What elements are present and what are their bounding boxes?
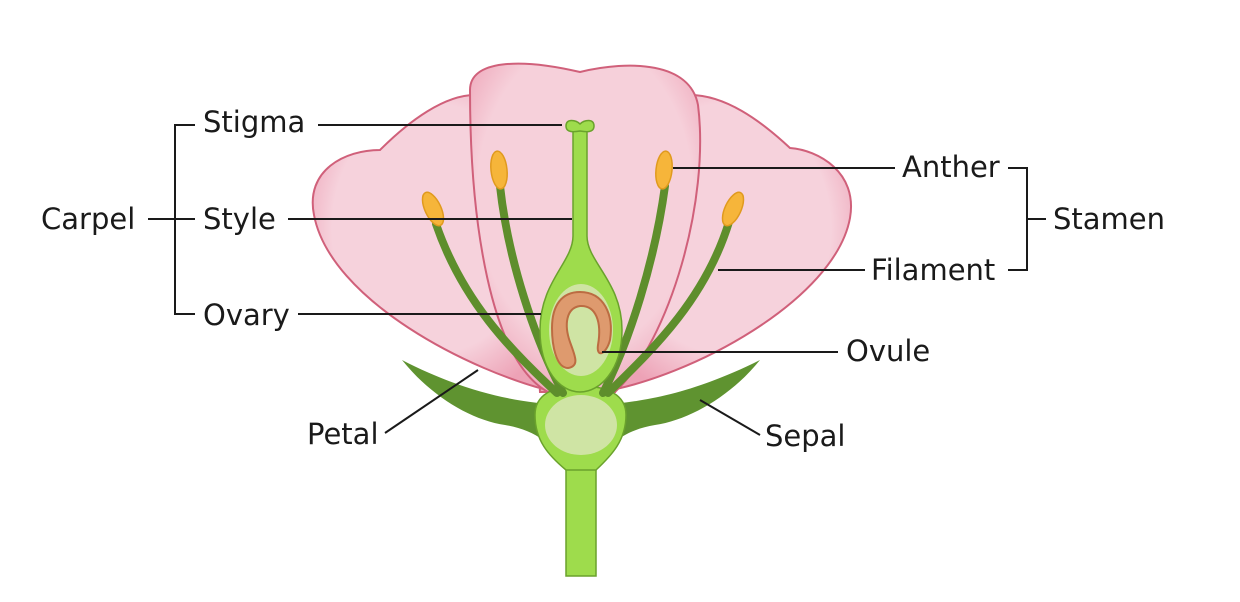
anther-label: Anther bbox=[902, 150, 1000, 184]
stamen-bracket bbox=[1008, 167, 1046, 271]
ovary-label: Ovary bbox=[203, 298, 290, 332]
ovule bbox=[550, 290, 612, 370]
stigma bbox=[565, 119, 595, 133]
anther-1 bbox=[421, 191, 445, 227]
sepal-leader bbox=[699, 399, 761, 436]
style-label: Style bbox=[203, 202, 276, 236]
leader-lines bbox=[148, 124, 1046, 436]
anther-4 bbox=[721, 191, 745, 227]
petal-label: Petal bbox=[307, 417, 379, 451]
receptacle-inner bbox=[545, 395, 617, 455]
sepal-left bbox=[402, 360, 562, 465]
stigma-label: Stigma bbox=[203, 105, 305, 139]
filament-label: Filament bbox=[871, 253, 995, 287]
sepal-right bbox=[598, 360, 760, 465]
ovule-label: Ovule bbox=[846, 334, 930, 368]
sepal-label: Sepal bbox=[765, 419, 846, 453]
filament-4 bbox=[604, 218, 733, 397]
anther-2 bbox=[490, 150, 508, 190]
stamen-label: Stamen bbox=[1053, 202, 1165, 236]
filament-3 bbox=[599, 182, 669, 397]
anther-3 bbox=[655, 150, 673, 190]
filament-1 bbox=[432, 220, 561, 397]
anthers bbox=[421, 150, 745, 227]
carpel-bracket bbox=[174, 124, 195, 315]
carpel-label: Carpel bbox=[41, 202, 135, 236]
petal-leader bbox=[384, 369, 479, 434]
